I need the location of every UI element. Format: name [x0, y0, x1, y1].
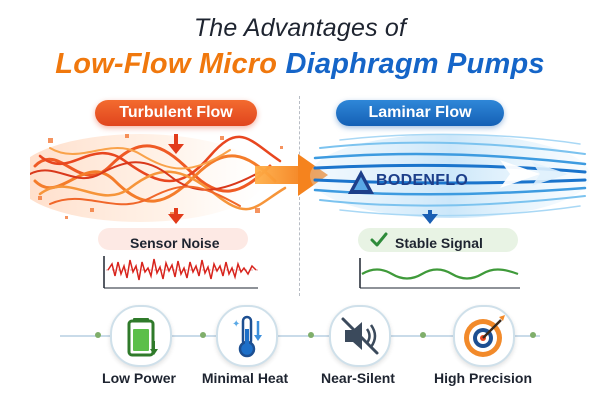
feature-low-power: Low Power [102, 370, 176, 386]
feature-near-silent: Near-Silent [321, 370, 395, 386]
turbulent-flow-illustration [30, 134, 328, 224]
low-power-badge [110, 305, 172, 367]
feature-minimal-heat: Minimal Heat [201, 370, 289, 386]
down-arrow-bottom [168, 208, 184, 224]
connector-dot [200, 332, 206, 338]
laminar-flow-label: Laminar Flow [336, 100, 504, 126]
brand-name: BODENFLO [376, 172, 469, 189]
muted-speaker-icon [341, 317, 379, 355]
connector-dot [95, 332, 101, 338]
feature-high-precision: High Precision [433, 370, 533, 386]
sensor-noise-chart [98, 228, 258, 289]
turbulent-flow-label: Turbulent Flow [95, 100, 257, 126]
features-connector-line [60, 335, 540, 337]
connector-dot [308, 332, 314, 338]
minimal-heat-badge: ✦ [216, 305, 278, 367]
title-line-1: The Advantages of [193, 14, 407, 42]
title-micro: Micro [198, 48, 278, 80]
center-divider [299, 96, 300, 296]
turbulent-waves [30, 135, 287, 211]
laminar-chevron [500, 160, 568, 188]
down-arrow-top [168, 134, 184, 154]
target-icon [464, 315, 505, 357]
title-low-flow: Low-Flow [55, 48, 191, 80]
stable-signal-label: Stable Signal [395, 235, 483, 251]
connector-dot [530, 332, 536, 338]
thermometer-icon: ✦ [232, 315, 262, 358]
stable-signal-chart [358, 228, 520, 289]
bodenflo-logo-icon [348, 170, 374, 194]
high-precision-badge [453, 305, 515, 367]
laminar-flow-illustration [310, 133, 590, 224]
svg-text:✦: ✦ [232, 319, 240, 330]
connector-dot [420, 332, 426, 338]
title-diaphragm-pumps: Diaphragm Pumps [285, 48, 545, 80]
down-arrow-laminar [422, 210, 438, 224]
near-silent-badge [329, 305, 391, 367]
sensor-noise-label: Sensor Noise [130, 235, 220, 251]
check-icon [370, 232, 388, 247]
battery-icon [127, 318, 158, 357]
title-line-2: Low-Flow Micro Diaphragm Pumps [0, 48, 600, 81]
